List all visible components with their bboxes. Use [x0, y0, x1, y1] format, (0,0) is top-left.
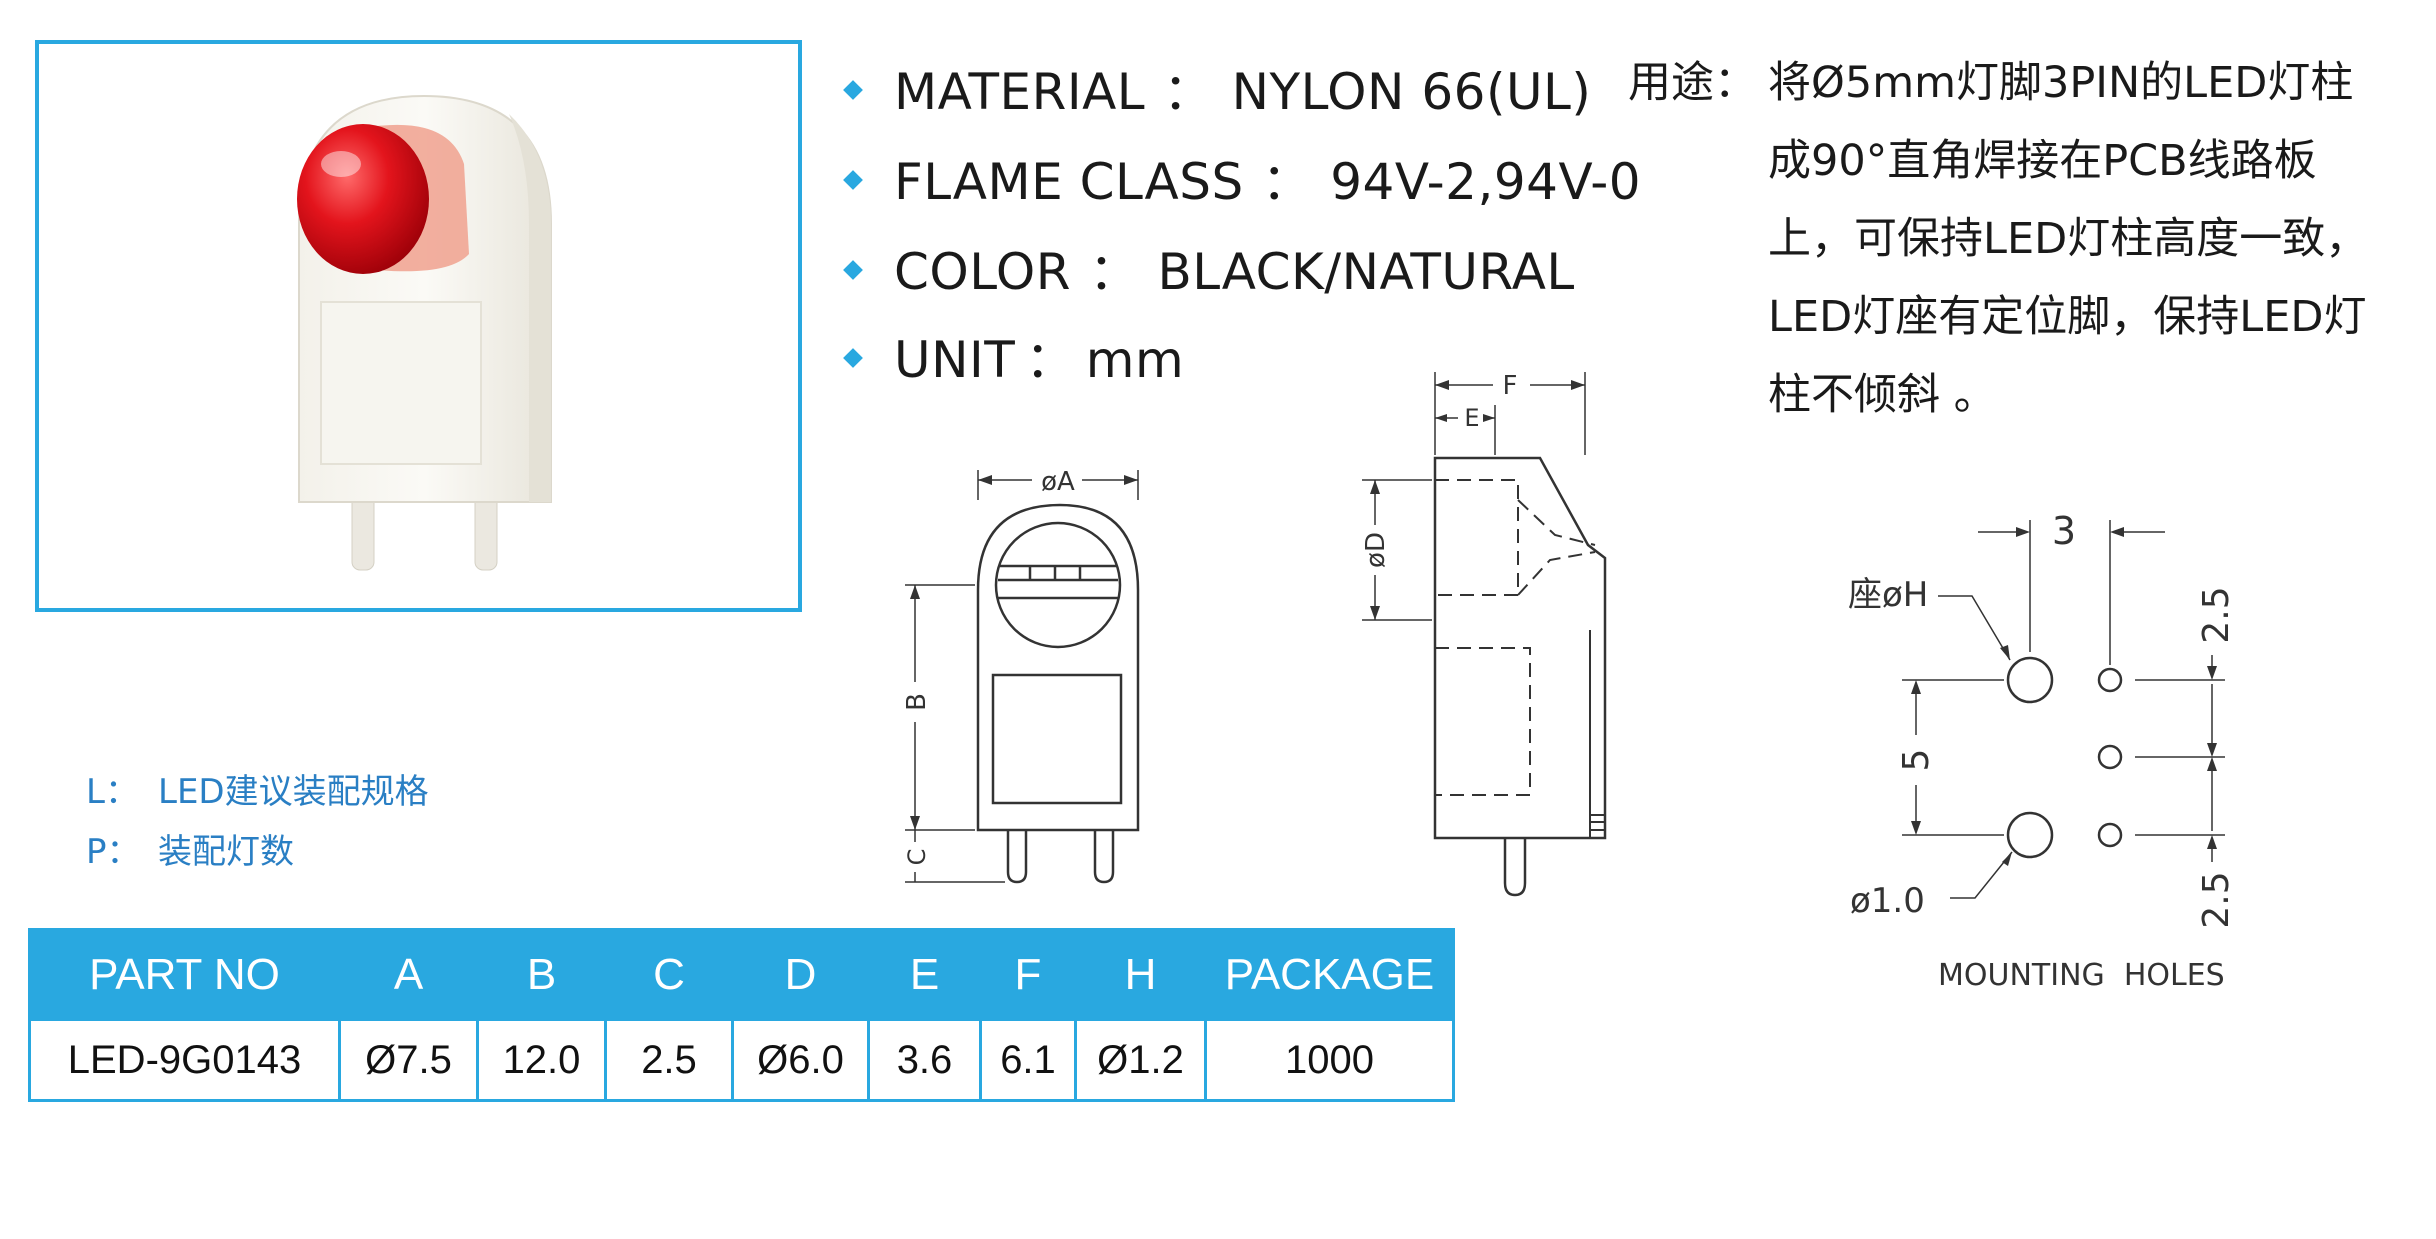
front-view-arrows	[910, 475, 1138, 830]
pitch-v-label: 5	[1896, 749, 1937, 772]
front-view	[905, 470, 1140, 884]
cell-package: 1000	[1204, 1018, 1455, 1102]
usage-line: 成90°直角焊接在PCB线路板	[1768, 136, 2317, 186]
cell-d: Ø6.0	[731, 1018, 870, 1102]
bullet-diamond-icon	[843, 169, 863, 190]
spec-unit: UNIT：mm	[843, 320, 1184, 392]
cell-b: 12.0	[476, 1018, 607, 1102]
product-photo	[297, 94, 552, 571]
table-header-row: PART NO A B C D E F H PACKAGE	[28, 928, 1455, 1021]
usage-line: 上，可保持LED灯柱高度一致，	[1768, 214, 2369, 264]
cell-a: Ø7.5	[338, 1018, 479, 1102]
side-view-arrows	[1370, 380, 1585, 620]
col-package: PACKAGE	[1204, 928, 1455, 1021]
cell-h: Ø1.2	[1074, 1018, 1207, 1102]
spec-color: COLOR：BLACK/NATURAL	[843, 232, 1575, 304]
col-a: A	[338, 928, 479, 1021]
cell-e: 3.6	[867, 1018, 982, 1102]
mounting-holes-diagram	[1902, 520, 2225, 899]
offset-top-label: 2.5	[2196, 586, 2237, 643]
table-row: LED-9G0143 Ø7.5 12.0 2.5 Ø6.0 3.6 6.1 Ø1…	[28, 1018, 1455, 1102]
part-spec-table: PART NO A B C D E F H PACKAGE LED-9G0143…	[28, 928, 1455, 1102]
col-part-no: PART NO	[28, 928, 341, 1021]
dim-e-label: E	[1464, 404, 1479, 432]
cell-c: 2.5	[604, 1018, 734, 1102]
dim-a-label: øA	[1041, 467, 1075, 497]
dim-c-label: C	[903, 849, 931, 866]
usage-line: 将Ø5mm灯脚3PIN的LED灯柱	[1768, 58, 2354, 108]
col-c: C	[604, 928, 734, 1021]
offset-bottom-label: 2.5	[2196, 871, 2237, 928]
bullet-diamond-icon	[843, 79, 863, 100]
mounting-holes-arrows	[1911, 527, 2217, 866]
bullet-diamond-icon	[843, 347, 863, 368]
legend-p: P：装配灯数	[86, 832, 294, 872]
usage-label: 用途：	[1628, 58, 1757, 108]
spec-material: MATERIAL：NYLON 66(UL)	[843, 52, 1591, 124]
col-f: F	[979, 928, 1077, 1021]
bullet-diamond-icon	[843, 259, 863, 280]
col-b: B	[476, 928, 607, 1021]
pitch-x-label: 3	[2052, 509, 2076, 553]
col-h: H	[1074, 928, 1207, 1021]
hole-dia-label: ø1.0	[1850, 881, 1925, 921]
spec-flame-class: FLAME CLASS：94V-2,94V-0	[843, 142, 1641, 214]
seat-label: 座øH	[1848, 575, 1928, 615]
mounting-holes-caption: MOUNTING HOLES	[1938, 958, 2225, 993]
dim-d-label: øD	[1361, 532, 1391, 568]
dim-f-label: F	[1503, 371, 1518, 401]
cell-f: 6.1	[979, 1018, 1077, 1102]
usage-line: 柱不倾斜 。	[1768, 370, 1997, 420]
legend-l: L：LED建议装配规格	[86, 772, 429, 812]
side-view	[1362, 372, 1607, 897]
col-d: D	[731, 928, 870, 1021]
col-e: E	[867, 928, 982, 1021]
led-lens	[297, 124, 429, 274]
dim-b-label: B	[902, 693, 932, 711]
product-photo-frame	[35, 40, 802, 612]
holder-window	[320, 301, 482, 465]
usage-line: LED灯座有定位脚，保持LED灯	[1768, 292, 2367, 342]
cell-part-no: LED-9G0143	[28, 1018, 341, 1102]
